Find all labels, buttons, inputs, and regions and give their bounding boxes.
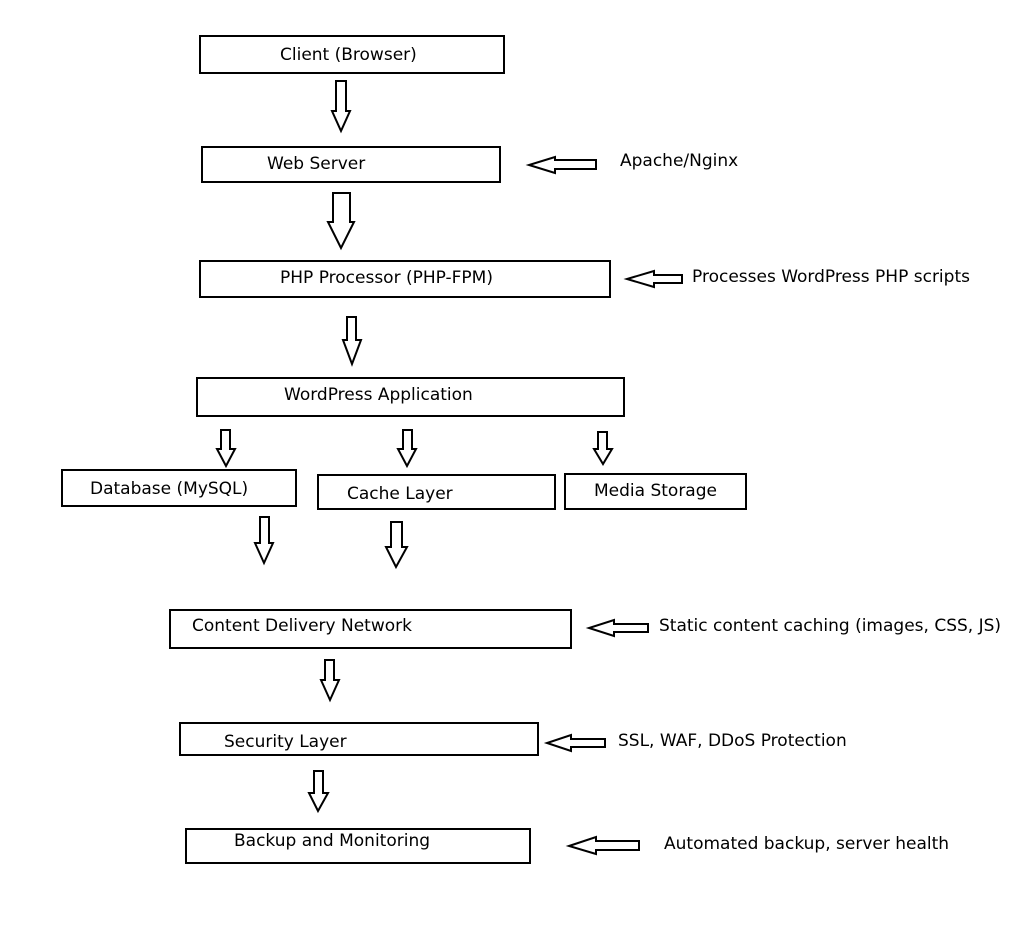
arrow-note-php <box>623 269 683 289</box>
arrow-cache-to-cdn <box>384 521 409 570</box>
arrow-webserver-to-php <box>326 192 356 251</box>
media-storage-box <box>564 473 747 510</box>
arrow-cdn-to-security <box>319 659 341 703</box>
php-processor-note: Processes WordPress PHP scripts <box>692 267 970 287</box>
arrow-note-cdn <box>585 618 649 638</box>
arrow-client-to-webserver <box>330 80 352 134</box>
arrow-php-to-wordpress <box>341 316 363 367</box>
database-box <box>61 469 297 507</box>
arrow-wordpress-to-cache <box>396 429 418 469</box>
client-label: Client (Browser) <box>280 45 417 65</box>
arrow-database-to-cdn <box>253 516 275 566</box>
web-server-label: Web Server <box>267 154 366 174</box>
web-server-box <box>201 146 501 183</box>
web-server-note: Apache/Nginx <box>620 151 739 171</box>
php-processor-label: PHP Processor (PHP-FPM) <box>280 268 493 288</box>
security-note: SSL, WAF, DDoS Protection <box>618 731 847 751</box>
cache-layer-label: Cache Layer <box>347 484 453 504</box>
arrow-note-webserver <box>525 155 597 175</box>
security-layer-label: Security Layer <box>224 732 347 752</box>
backup-monitoring-box <box>185 828 531 864</box>
backup-monitoring-label: Backup and Monitoring <box>234 831 431 851</box>
arrow-wordpress-to-media <box>592 431 614 466</box>
backup-note: Automated backup, server health <box>664 834 950 854</box>
wordpress-app-label: WordPress Application <box>284 385 473 405</box>
arrow-security-to-backup <box>307 770 330 814</box>
database-label: Database (MySQL) <box>90 479 249 499</box>
php-processor-box <box>199 260 611 298</box>
arrow-wordpress-to-database <box>215 429 237 469</box>
client-box <box>199 35 505 74</box>
arrow-note-backup <box>565 835 640 856</box>
cdn-box <box>169 609 572 649</box>
arrow-note-security <box>543 733 606 753</box>
security-layer-box <box>179 722 539 756</box>
wordpress-app-box <box>196 377 625 417</box>
cache-layer-box <box>317 474 556 510</box>
cdn-label: Content Delivery Network <box>192 616 412 636</box>
cdn-note: Static content caching (images, CSS, JS) <box>659 616 1002 636</box>
media-storage-label: Media Storage <box>594 481 717 501</box>
